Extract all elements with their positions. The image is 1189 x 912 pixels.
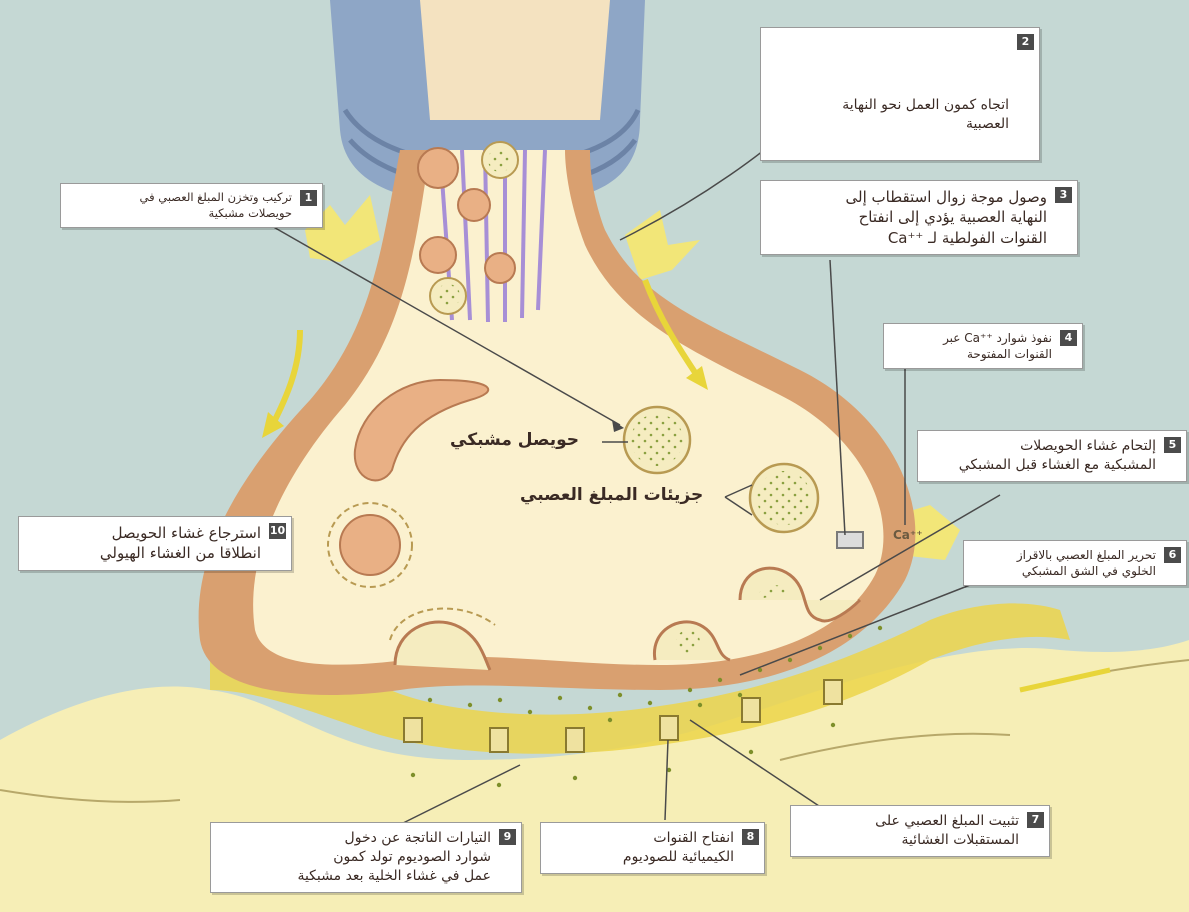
- step-8-text: انفتاح القنوات الكيميائية للصوديوم: [549, 829, 734, 867]
- step-1-number: 1: [300, 190, 317, 206]
- step-5-box: 5 إلتحام غشاء الحويصلات المشبكية مع الغش…: [917, 430, 1187, 482]
- step-4-box: 4 نفوذ شوارد ⁺⁺Ca عبر القنوات المفتوحة: [883, 323, 1083, 369]
- neurotransmitter-label: جزيئات المبلغ العصبي: [520, 485, 703, 505]
- step-10-number: 10: [269, 523, 286, 539]
- calcium-label: Ca⁺⁺: [893, 528, 923, 542]
- step-3-number: 3: [1055, 187, 1072, 203]
- step-1-box: 1 تركيب وتخزن المبلغ العصبي في حويصلات م…: [60, 183, 323, 228]
- step-9-text: التيارات الناتجة عن دخول شوارد الصوديوم …: [219, 829, 491, 886]
- step-10-text: استرجاع غشاء الحويصل انطلاقا من الغشاء ا…: [27, 523, 261, 564]
- vesicle-label: حويصل مشبكي: [450, 430, 579, 450]
- step-2-box: 2 اتجاه كمون العمل نحو النهاية العصبية: [760, 27, 1040, 161]
- step-4-number: 4: [1060, 330, 1077, 346]
- step-7-box: 7 تثبيت المبلغ العصبي على المستقبلات الغ…: [790, 805, 1050, 857]
- step-9-box: 9 التيارات الناتجة عن دخول شوارد الصوديو…: [210, 822, 522, 893]
- step-9-number: 9: [499, 829, 516, 845]
- step-5-text: إلتحام غشاء الحويصلات المشبكية مع الغشاء…: [926, 437, 1156, 475]
- step-3-box: 3 وصول موجة زوال استقطاب إلى النهاية الع…: [760, 180, 1078, 255]
- step-2-number: 2: [1017, 34, 1034, 50]
- step-2-text: اتجاه كمون العمل نحو النهاية العصبية: [769, 96, 1009, 134]
- step-8-box: 8 انفتاح القنوات الكيميائية للصوديوم: [540, 822, 765, 874]
- step-6-text: تحرير المبلغ العصبي بالاقراز الخلوي في ا…: [972, 547, 1156, 579]
- vesicle-with-transmitters: [750, 464, 818, 532]
- axon-core: [420, 0, 610, 120]
- step-4-text: نفوذ شوارد ⁺⁺Ca عبر القنوات المفتوحة: [892, 330, 1052, 362]
- step-6-number: 6: [1164, 547, 1181, 563]
- step-3-text: وصول موجة زوال استقطاب إلى النهاية العصب…: [769, 187, 1047, 248]
- synaptic-vesicle: [624, 407, 690, 473]
- step-1-text: تركيب وتخزن المبلغ العصبي في حويصلات مشب…: [69, 190, 292, 221]
- calcium-channel: [837, 532, 863, 548]
- step-8-number: 8: [742, 829, 759, 845]
- step-6-box: 6 تحرير المبلغ العصبي بالاقراز الخلوي في…: [963, 540, 1187, 586]
- step-5-number: 5: [1164, 437, 1181, 453]
- step-10-box: 10 استرجاع غشاء الحويصل انطلاقا من الغشا…: [18, 516, 292, 571]
- step-7-number: 7: [1027, 812, 1044, 828]
- step-7-text: تثبيت المبلغ العصبي على المستقبلات الغشا…: [799, 812, 1019, 850]
